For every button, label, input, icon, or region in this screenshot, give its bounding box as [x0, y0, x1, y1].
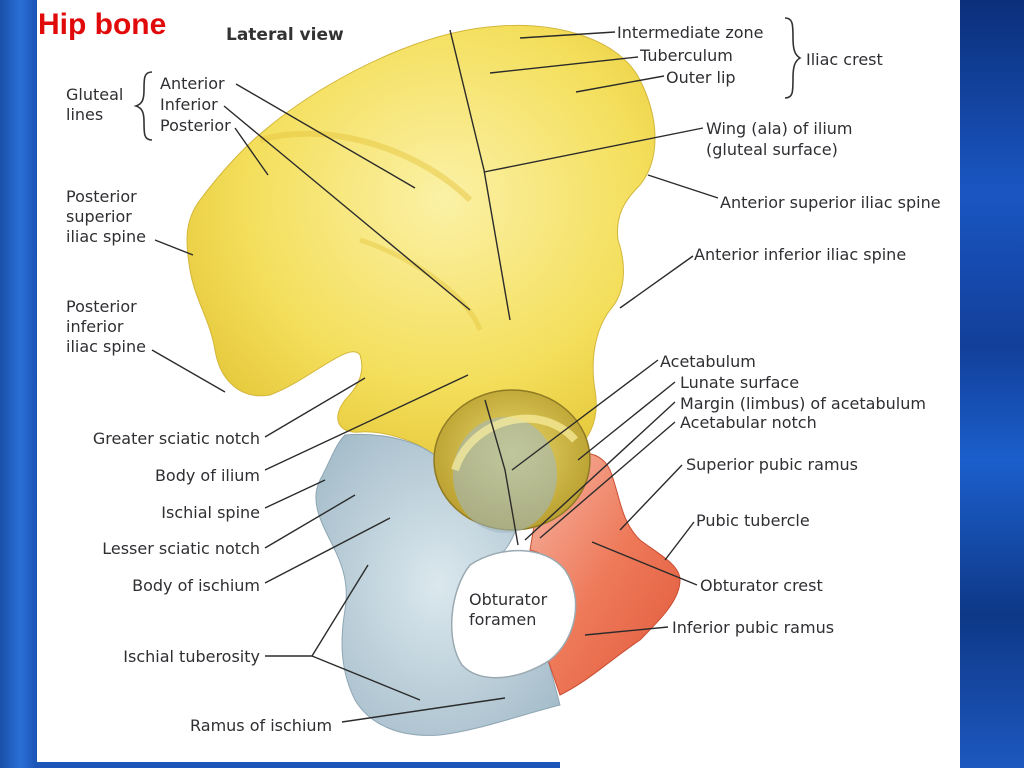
background-right-band	[960, 0, 1024, 768]
label-superior-pubic-ramus: Superior pubic ramus	[686, 455, 858, 474]
label-body-of-ischium: Body of ischium	[132, 576, 260, 595]
label-pubic-tubercle: Pubic tubercle	[696, 511, 810, 530]
acetabular-fossa	[453, 417, 557, 533]
label-anterior-superior-iliac-spine: Anterior superior iliac spine	[720, 193, 941, 212]
label-posterior: Posterior	[160, 116, 231, 135]
gluteal-lines-label: Gluteal lines	[66, 85, 128, 124]
gluteal-ridge-shading	[259, 130, 473, 203]
label-ramus-of-ischium: Ramus of ischium	[190, 716, 332, 735]
slide-title: Hip bone	[38, 8, 167, 41]
label-inferior-pubic-ramus: Inferior pubic ramus	[672, 618, 834, 637]
label-intermediate-zone: Intermediate zone	[617, 23, 763, 42]
label-acetabulum: Acetabulum	[660, 352, 756, 371]
label-posterior-superior-iliac-spine: Posterior superior iliac spine	[66, 187, 146, 246]
leader-lines-left	[151, 83, 506, 723]
label-anterior-inferior-iliac-spine: Anterior inferior iliac spine	[694, 245, 906, 264]
slide-bottom-strip	[37, 762, 560, 768]
label-iliac-crest: Iliac crest	[806, 50, 883, 69]
label-margin-of-acetabulum: Margin (limbus) of acetabulum	[680, 394, 926, 413]
label-greater-sciatic-notch: Greater sciatic notch	[93, 429, 260, 448]
label-ischial-tuberosity: Ischial tuberosity	[123, 647, 260, 666]
iliac-crest-brace	[784, 17, 802, 99]
ilium-body-shading	[359, 237, 483, 331]
label-tuberculum: Tuberculum	[639, 46, 733, 65]
label-anterior: Anterior	[160, 74, 225, 93]
lunate-surface-shading	[451, 414, 579, 472]
label-obturator-crest: Obturator crest	[700, 576, 823, 595]
label-lunate-surface: Lunate surface	[680, 373, 799, 392]
view-label: Lateral view	[226, 25, 344, 45]
label-inferior: Inferior	[160, 95, 218, 114]
label-lesser-sciatic-notch: Lesser sciatic notch	[102, 539, 260, 558]
label-obturator-foramen: Obturator foramen	[469, 590, 552, 629]
obturator-foramen-hole	[451, 549, 577, 679]
label-outer-lip: Outer lip	[666, 68, 736, 87]
gluteal-lines-brace	[133, 71, 153, 141]
label-wing-of-ilium: Wing (ala) of ilium (gluteal surface)	[706, 119, 858, 159]
label-posterior-inferior-iliac-spine: Posterior inferior iliac spine	[66, 297, 146, 356]
leader-lines-right	[449, 29, 719, 636]
label-acetabular-notch: Acetabular notch	[680, 413, 817, 432]
label-ischial-spine: Ischial spine	[161, 503, 260, 522]
label-body-of-ilium: Body of ilium	[155, 466, 260, 485]
